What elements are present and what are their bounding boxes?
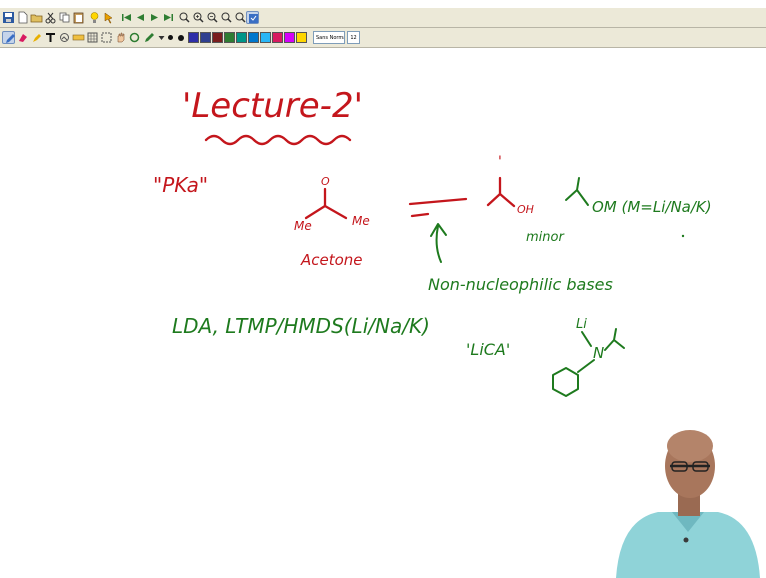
zoom-width-icon[interactable] (234, 11, 247, 24)
presenter-video (616, 430, 760, 578)
shape-tool-icon[interactable] (128, 31, 141, 44)
presenter-collar (672, 512, 704, 532)
n-cyclohexyl-bond (577, 359, 595, 373)
carbonyl-oxygen: O (321, 175, 330, 188)
next-page-icon[interactable] (148, 11, 161, 24)
color-swatch[interactable] (212, 32, 223, 43)
pka-label: "PKa" (153, 173, 208, 197)
acetone-label: Acetone (300, 251, 363, 269)
color-swatch[interactable] (224, 32, 235, 43)
methyl-left: Me (294, 219, 312, 233)
save-icon[interactable] (2, 11, 15, 24)
color-swatch[interactable] (272, 32, 283, 43)
color-pen-icon[interactable] (142, 31, 155, 44)
color-swatch[interactable] (236, 32, 247, 43)
lecture-title: 'Lecture-2' (182, 86, 363, 126)
grid-icon[interactable] (86, 31, 99, 44)
zoom-in-icon[interactable] (192, 11, 205, 24)
hand-icon[interactable] (114, 31, 127, 44)
lithium-atom: Li (576, 317, 587, 332)
pointer-icon[interactable] (102, 11, 115, 24)
presenter-neck (678, 492, 700, 516)
zoom-icon[interactable] (178, 11, 191, 24)
last-page-icon[interactable] (162, 11, 175, 24)
eraser-icon[interactable] (16, 31, 29, 44)
previous-page-icon[interactable] (134, 11, 147, 24)
paste-icon[interactable] (72, 11, 85, 24)
thin-stroke-icon[interactable] (168, 35, 173, 40)
enol-skeleton (486, 192, 516, 208)
equilibrium-reverse-arrow (410, 212, 430, 218)
zoom-out-icon[interactable] (206, 11, 219, 24)
lapel-microphone (683, 537, 689, 543)
first-page-icon[interactable] (120, 11, 133, 24)
color-dropdown-icon[interactable] (155, 31, 165, 44)
zoom-fit-icon[interactable] (220, 11, 233, 24)
main-toolbar (0, 8, 766, 28)
enol-oh: OH (517, 203, 534, 216)
glasses-right-lens (692, 461, 709, 472)
equilibrium-forward-arrow (408, 197, 468, 206)
color-swatch[interactable] (260, 32, 271, 43)
bases-arrow (430, 223, 447, 263)
color-swatch[interactable] (248, 32, 259, 43)
isopropyl-group (604, 328, 625, 351)
select-region-icon[interactable] (100, 31, 113, 44)
copy-icon[interactable] (58, 11, 71, 24)
highlighter-icon[interactable] (30, 31, 43, 44)
lica-label: 'LiCA' (466, 340, 510, 359)
whiteboard-canvas[interactable] (0, 48, 766, 578)
presenter-scalp (667, 430, 713, 462)
reagents-label: LDA, LTMP/HMDS(Li/Na/K) (172, 314, 430, 338)
n-li-bond (581, 331, 592, 347)
bases-label: Non-nucleophilic bases (428, 275, 613, 294)
ink-dot (681, 234, 685, 238)
enolate-label: OM (M=Li/Na/K) (592, 198, 712, 216)
font-size-select[interactable]: 12 (347, 31, 360, 44)
pen-toolbar: Sans Normal 12 (0, 28, 766, 48)
ruler-icon[interactable] (72, 31, 85, 44)
color-swatch[interactable] (200, 32, 211, 43)
enolate-skeleton (565, 177, 589, 206)
pen-icon[interactable] (2, 31, 15, 44)
title-underline (204, 134, 352, 146)
fullscreen-icon[interactable] (246, 11, 259, 24)
cut-icon[interactable] (44, 11, 57, 24)
font-name-select[interactable]: Sans Normal (313, 31, 345, 44)
methyl-right: Me (352, 214, 370, 228)
nitrogen-atom: N (593, 344, 604, 362)
medium-stroke-icon[interactable] (178, 34, 184, 41)
window-top-strip (0, 0, 766, 8)
color-swatch[interactable] (296, 32, 307, 43)
cyclohexyl-ring (552, 367, 579, 397)
open-icon[interactable] (30, 11, 43, 24)
acetone-skeleton (304, 204, 348, 220)
color-swatch[interactable] (188, 32, 199, 43)
image-tool-icon[interactable] (58, 31, 71, 44)
text-tool-icon[interactable] (44, 31, 57, 44)
glasses-left-lens (671, 461, 688, 472)
new-page-icon[interactable] (16, 11, 29, 24)
presenter-shirt (616, 512, 760, 578)
minor-label: minor (526, 230, 565, 245)
color-swatch[interactable] (284, 32, 295, 43)
enol-top-mark: ' (498, 154, 502, 170)
lightbulb-icon[interactable] (88, 11, 101, 24)
